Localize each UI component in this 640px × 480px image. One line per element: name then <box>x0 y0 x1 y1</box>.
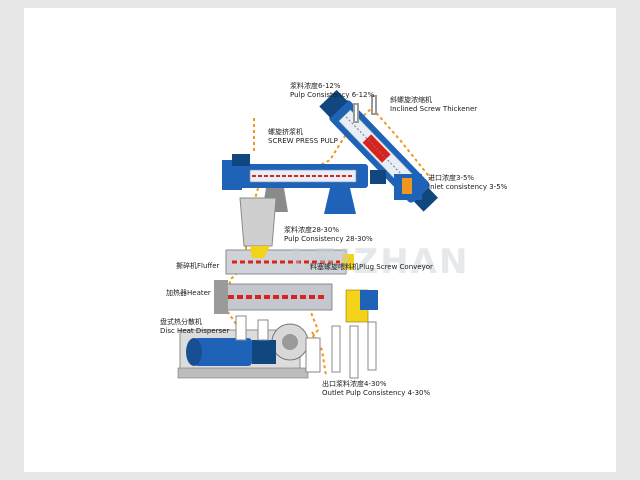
inlet-pipes <box>353 95 377 123</box>
label-outlet-consistency: 出口浆料浓度4-30% Outlet Pulp Consistency 4-30… <box>322 380 431 397</box>
label-disc-heat-disperser: 盘式热分散机 Disc Heat Disperser <box>160 318 230 335</box>
disc-heat-disperser <box>177 315 321 379</box>
label-plug-screw-conveyor: 料塞螺旋喂料机Plug Screw Conveyor <box>310 263 433 271</box>
watermark: LEIZHAN <box>290 242 470 282</box>
label-pulp-consistency-top: 浆料浓度6-12% Pulp Consistency 6-12% <box>290 82 375 99</box>
valve-stand <box>331 289 378 379</box>
label-screw-press: 螺旋挤浆机 SCREW PRESS PULP <box>268 128 338 145</box>
plug-screw-conveyor <box>225 246 354 275</box>
label-pulp-consistency-mid: 浆料浓度28-30% Pulp Consistency 28-30% <box>284 226 373 243</box>
chute <box>239 197 277 247</box>
image-card <box>24 8 616 472</box>
inlet-port <box>402 178 412 194</box>
label-inlet-consistency: 进口浓度3-5% Inlet consistency 3-5% <box>428 174 508 191</box>
label-inclined-screw-thickener: 斜螺旋浓缩机 Inclined Screw Thickener <box>390 96 478 113</box>
heater <box>214 280 333 314</box>
label-fluffer: 撕碎机Fluffer <box>176 262 220 270</box>
screw-press <box>222 154 386 214</box>
label-heater: 加热器Heater <box>166 289 211 297</box>
